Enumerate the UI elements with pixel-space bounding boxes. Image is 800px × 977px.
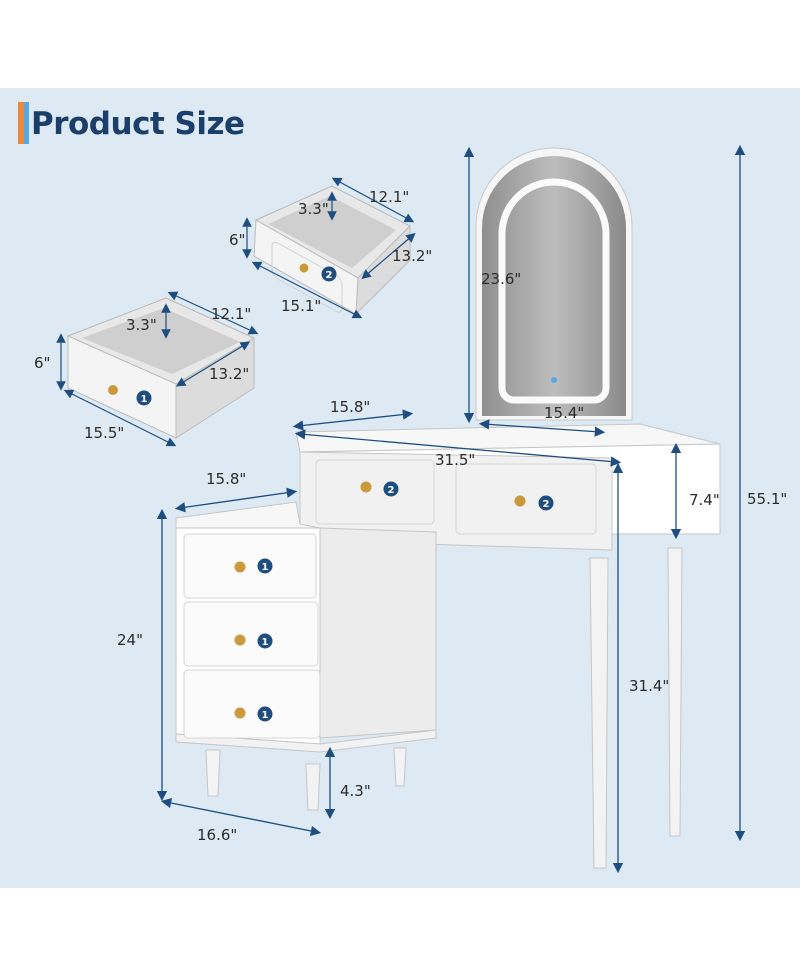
page-title: Product Size	[31, 106, 245, 142]
cabinet-drawer-2-badge	[257, 633, 273, 649]
drawer-2-height-label: 6"	[229, 231, 245, 249]
cabinet-drawer-3-badge-label: 1	[262, 710, 269, 721]
drawer-2-inner-height-label: 3.3"	[298, 200, 329, 218]
cabinet-drawer-1-badge	[257, 558, 273, 574]
drawer-1-inner-depth-label: 13.2"	[209, 365, 249, 383]
cabinet-height-label: 24"	[117, 631, 143, 649]
cabinet-width-label: 16.6"	[197, 826, 237, 844]
cabinet-depth-label: 15.8"	[206, 470, 246, 488]
drawer-1-width-label: 15.5"	[84, 424, 124, 442]
drawer-1-depth-label: 12.1"	[211, 305, 251, 323]
title-accent-orange	[18, 102, 24, 144]
drawer-2-knob	[299, 263, 309, 273]
top-drawer-left-knob	[360, 481, 372, 493]
cabinet-drawer-3-badge	[257, 706, 273, 722]
side-cabinet: 1 1 1	[175, 501, 437, 811]
mirror-height-label: 23.6"	[481, 270, 521, 288]
drawer-1-height-label: 6"	[34, 354, 50, 372]
top-drawer-left-badge-label: 2	[388, 485, 395, 496]
cabinet-drawer-1-badge-label: 1	[262, 562, 269, 573]
top-drawer-left-badge	[383, 481, 399, 497]
apron-height-label: 7.4"	[689, 491, 720, 509]
drawer-1-inner-height-label: 3.3"	[126, 316, 157, 334]
led-mirror	[475, 147, 633, 421]
mirror-touch-icon	[551, 377, 557, 383]
total-height-label: 55.1"	[747, 490, 787, 508]
drawer-2-depth-label: 12.1"	[369, 188, 409, 206]
drawer-1-knob	[108, 385, 118, 395]
top-drawer-right-knob	[514, 495, 526, 507]
cabinet-drawer-2-knob	[234, 634, 246, 646]
drawer-2-badge-label: 2	[326, 270, 333, 281]
cabinet-drawer-3-knob	[234, 707, 246, 719]
title-accent-blue	[24, 102, 29, 144]
top-drawer-right-badge	[538, 495, 554, 511]
top-depth-label: 15.8"	[330, 398, 370, 416]
dimension-lines	[156, 144, 746, 874]
top-width-label: 31.5"	[435, 451, 475, 469]
cabinet-drawer-1-knob	[234, 561, 246, 573]
product-size-infographic: Product Size 2	[0, 88, 800, 888]
drawer-2-inner-depth-label: 13.2"	[392, 247, 432, 265]
drawer-1-badge-label: 1	[141, 394, 148, 405]
top-drawer-right-badge-label: 2	[543, 499, 550, 510]
drawer-1-illustration: 1 12.1" 3.3" 6" 13.2" 15.5"	[34, 291, 259, 447]
drawer-2-illustration: 2 12.1" 3.3" 6" 13.2" 15.1"	[229, 177, 432, 319]
vanity-illustration: 2 12.1" 3.3" 6" 13.2" 15.1" 1	[34, 144, 787, 874]
leg-height-label: 4.3"	[340, 782, 371, 800]
cabinet-drawer-2-badge-label: 1	[262, 637, 269, 648]
drawer-2-width-label: 15.1"	[281, 297, 321, 315]
mirror-width-label: 15.4"	[544, 404, 584, 422]
table-leg-height-label: 31.4"	[629, 677, 669, 695]
